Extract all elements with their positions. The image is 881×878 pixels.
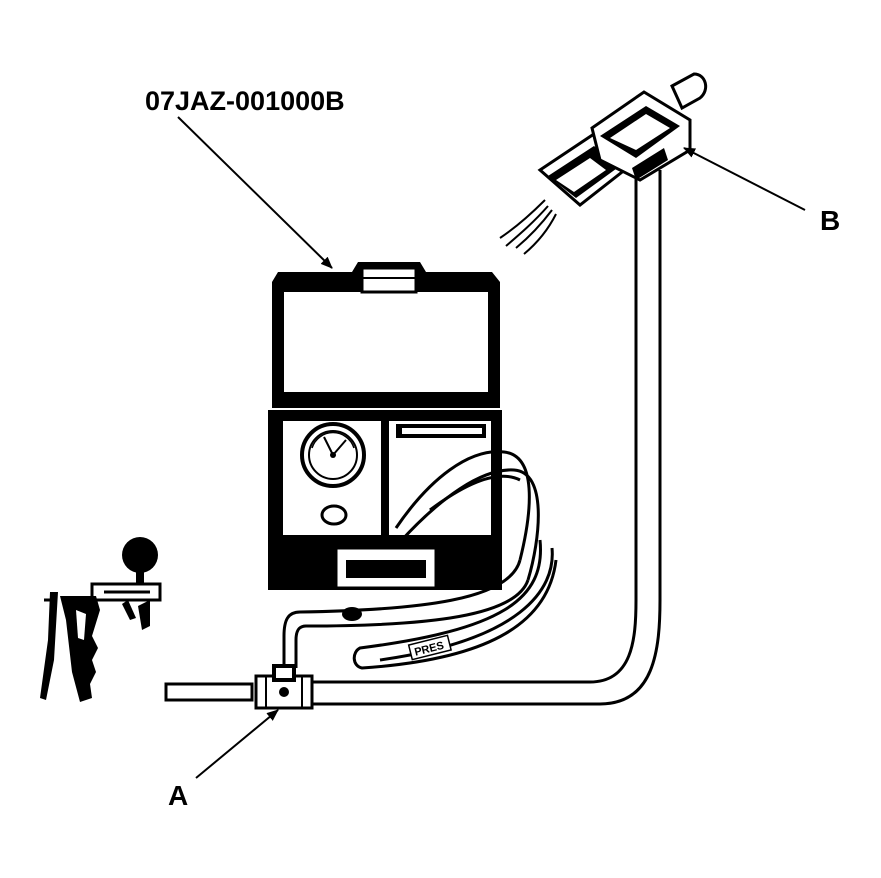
part-number-leader [177,116,333,269]
tester-case [268,262,502,590]
callout-a-label: A [168,780,188,811]
case-lid [272,262,500,408]
main-line [164,170,662,706]
pressure-gauge-icon [300,422,366,488]
pres-marking: PRES [407,634,453,661]
callout-b-leader [683,147,806,211]
knob-icon [320,504,348,526]
case-body [268,410,502,590]
hand-vacuum-pump-icon [40,537,162,702]
callout-b-label: B [820,205,840,236]
sensor-connector [499,72,708,255]
callout-a-leader [195,709,279,779]
t-fitting [254,664,314,710]
case-handle [334,538,438,590]
part-number-label: 07JAZ-001000B [145,86,345,116]
